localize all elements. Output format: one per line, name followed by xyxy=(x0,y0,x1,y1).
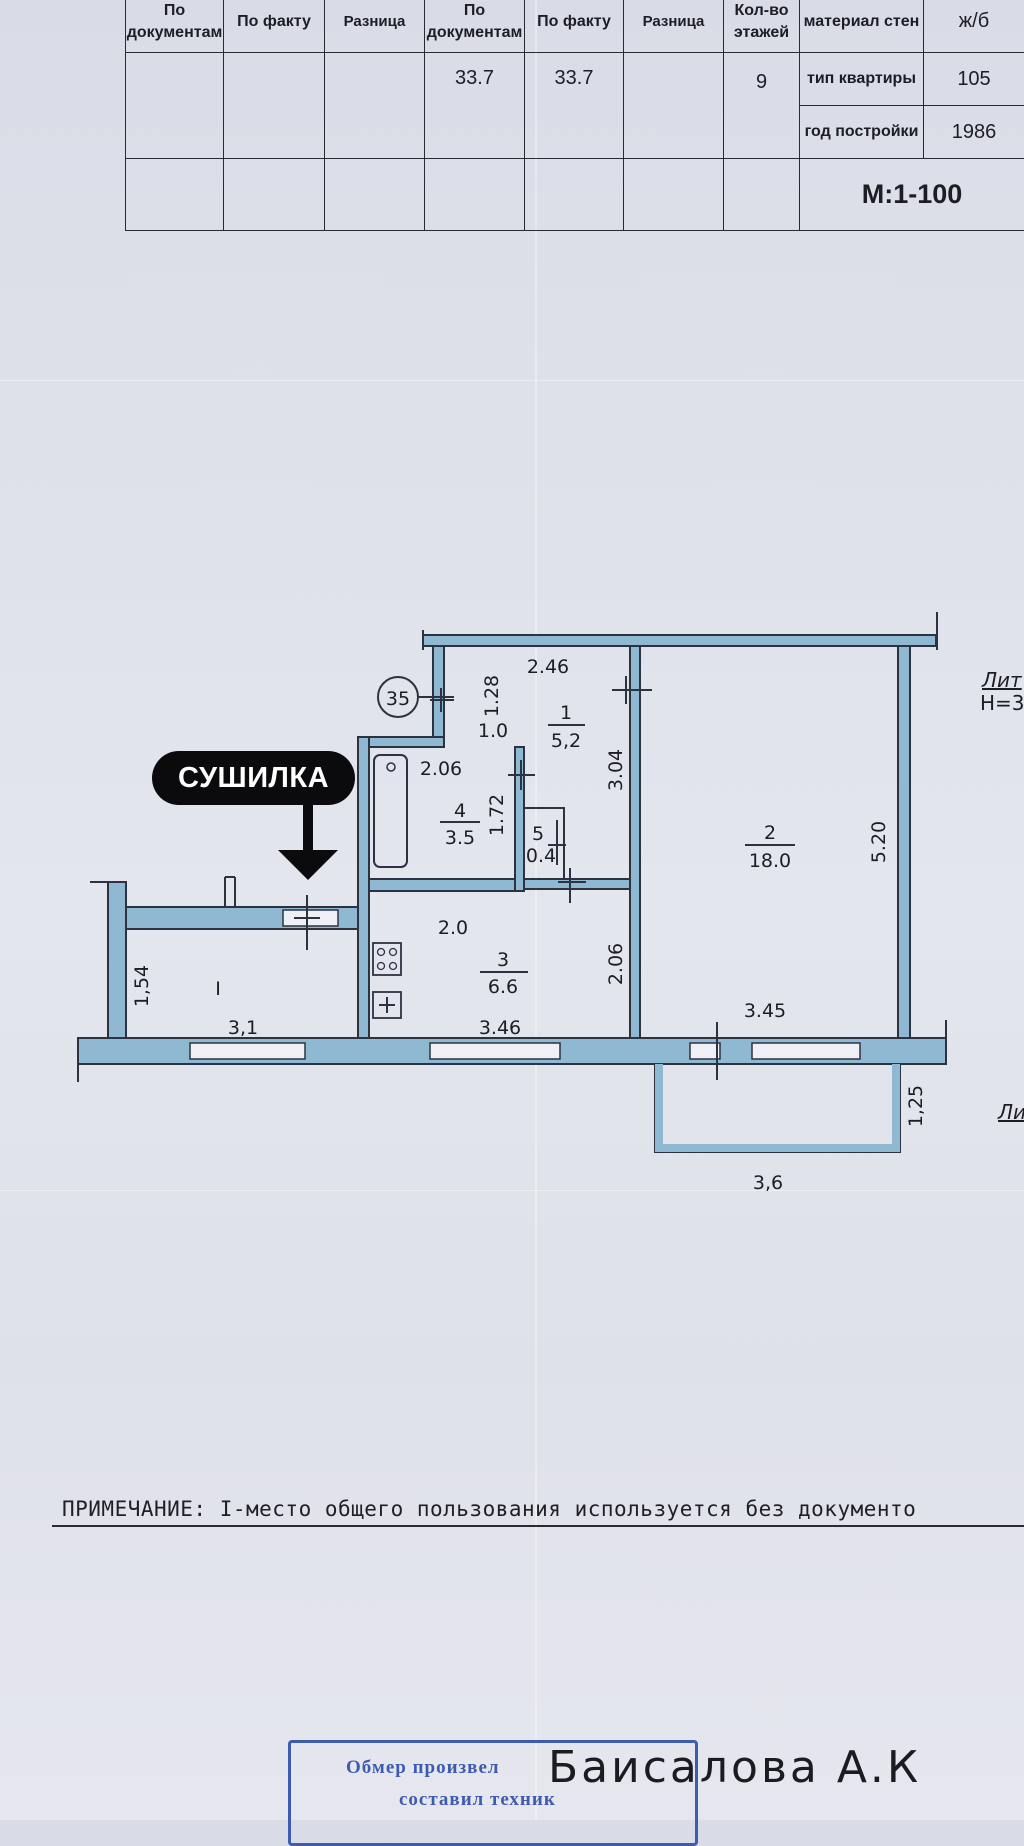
svg-text:6.6: 6.6 xyxy=(488,976,518,998)
stove-icon xyxy=(373,943,401,975)
dim-label: 3,1 xyxy=(228,1017,258,1039)
dim-label: 2.06 xyxy=(605,943,627,985)
arrow-down-icon xyxy=(278,850,338,880)
wall xyxy=(108,882,126,1038)
svg-text:18.0: 18.0 xyxy=(749,850,791,872)
dim-label: 3.04 xyxy=(605,749,627,791)
svg-text:5,2: 5,2 xyxy=(551,730,581,752)
wall xyxy=(898,646,910,1038)
wall xyxy=(423,635,936,646)
dim-label: 1,54 xyxy=(131,965,153,1007)
svg-text:2: 2 xyxy=(764,822,776,844)
wall xyxy=(433,646,444,739)
room-4-label: 4 3.5 xyxy=(440,800,480,849)
svg-text:1: 1 xyxy=(560,702,572,724)
dim-label: 1.72 xyxy=(486,794,508,836)
dim-label: 1.28 xyxy=(481,675,503,717)
stamp-line: Обмер произвел xyxy=(346,1757,500,1779)
door-marker-label: 35 xyxy=(386,688,410,710)
wall xyxy=(515,747,524,891)
svg-text:3.5: 3.5 xyxy=(445,827,475,849)
wall xyxy=(630,646,640,1038)
signature: Баисалова А.К xyxy=(548,1742,921,1793)
svg-text:0.4: 0.4 xyxy=(526,845,556,867)
stamp-line: составил техник xyxy=(399,1789,556,1811)
room-2-label: 2 18.0 xyxy=(745,822,795,872)
wall xyxy=(358,737,444,747)
dim-label: 2.46 xyxy=(527,656,569,678)
dim-label: 3.45 xyxy=(744,1000,786,1022)
drying-room-annotation: СУШИЛКА xyxy=(152,751,355,805)
svg-text:3: 3 xyxy=(497,949,509,971)
plan-note: ПРИМЕЧАНИЕ: I-место общего пользования и… xyxy=(62,1497,1024,1521)
wall xyxy=(358,737,369,1038)
bathtub-icon xyxy=(374,755,407,867)
dim-label: 2.0 xyxy=(438,917,468,939)
room-1-label: 1 5,2 xyxy=(548,702,585,752)
edge-label: Ли xyxy=(998,1100,1024,1124)
svg-text:5: 5 xyxy=(532,823,544,845)
room-3-label: 3 6.6 xyxy=(480,949,528,998)
edge-label: Н=3 xyxy=(980,691,1024,715)
dim-label: 1,25 xyxy=(905,1085,927,1127)
dim-label: 3.46 xyxy=(479,1017,521,1039)
svg-text:4: 4 xyxy=(454,800,466,822)
room-5-label: 5 0.4 xyxy=(526,823,556,867)
edge-label: Лит xyxy=(982,668,1022,692)
dim-label: 3,6 xyxy=(753,1172,783,1194)
dim-label: 1.0 xyxy=(478,720,508,742)
wall xyxy=(524,879,630,889)
wall xyxy=(369,879,519,891)
note-underline xyxy=(52,1525,1024,1527)
dim-label: 2.06 xyxy=(420,758,462,780)
dim-label: 5.20 xyxy=(868,821,890,863)
room-I-label: I xyxy=(215,978,221,1000)
svg-text:I: I xyxy=(215,978,221,1000)
